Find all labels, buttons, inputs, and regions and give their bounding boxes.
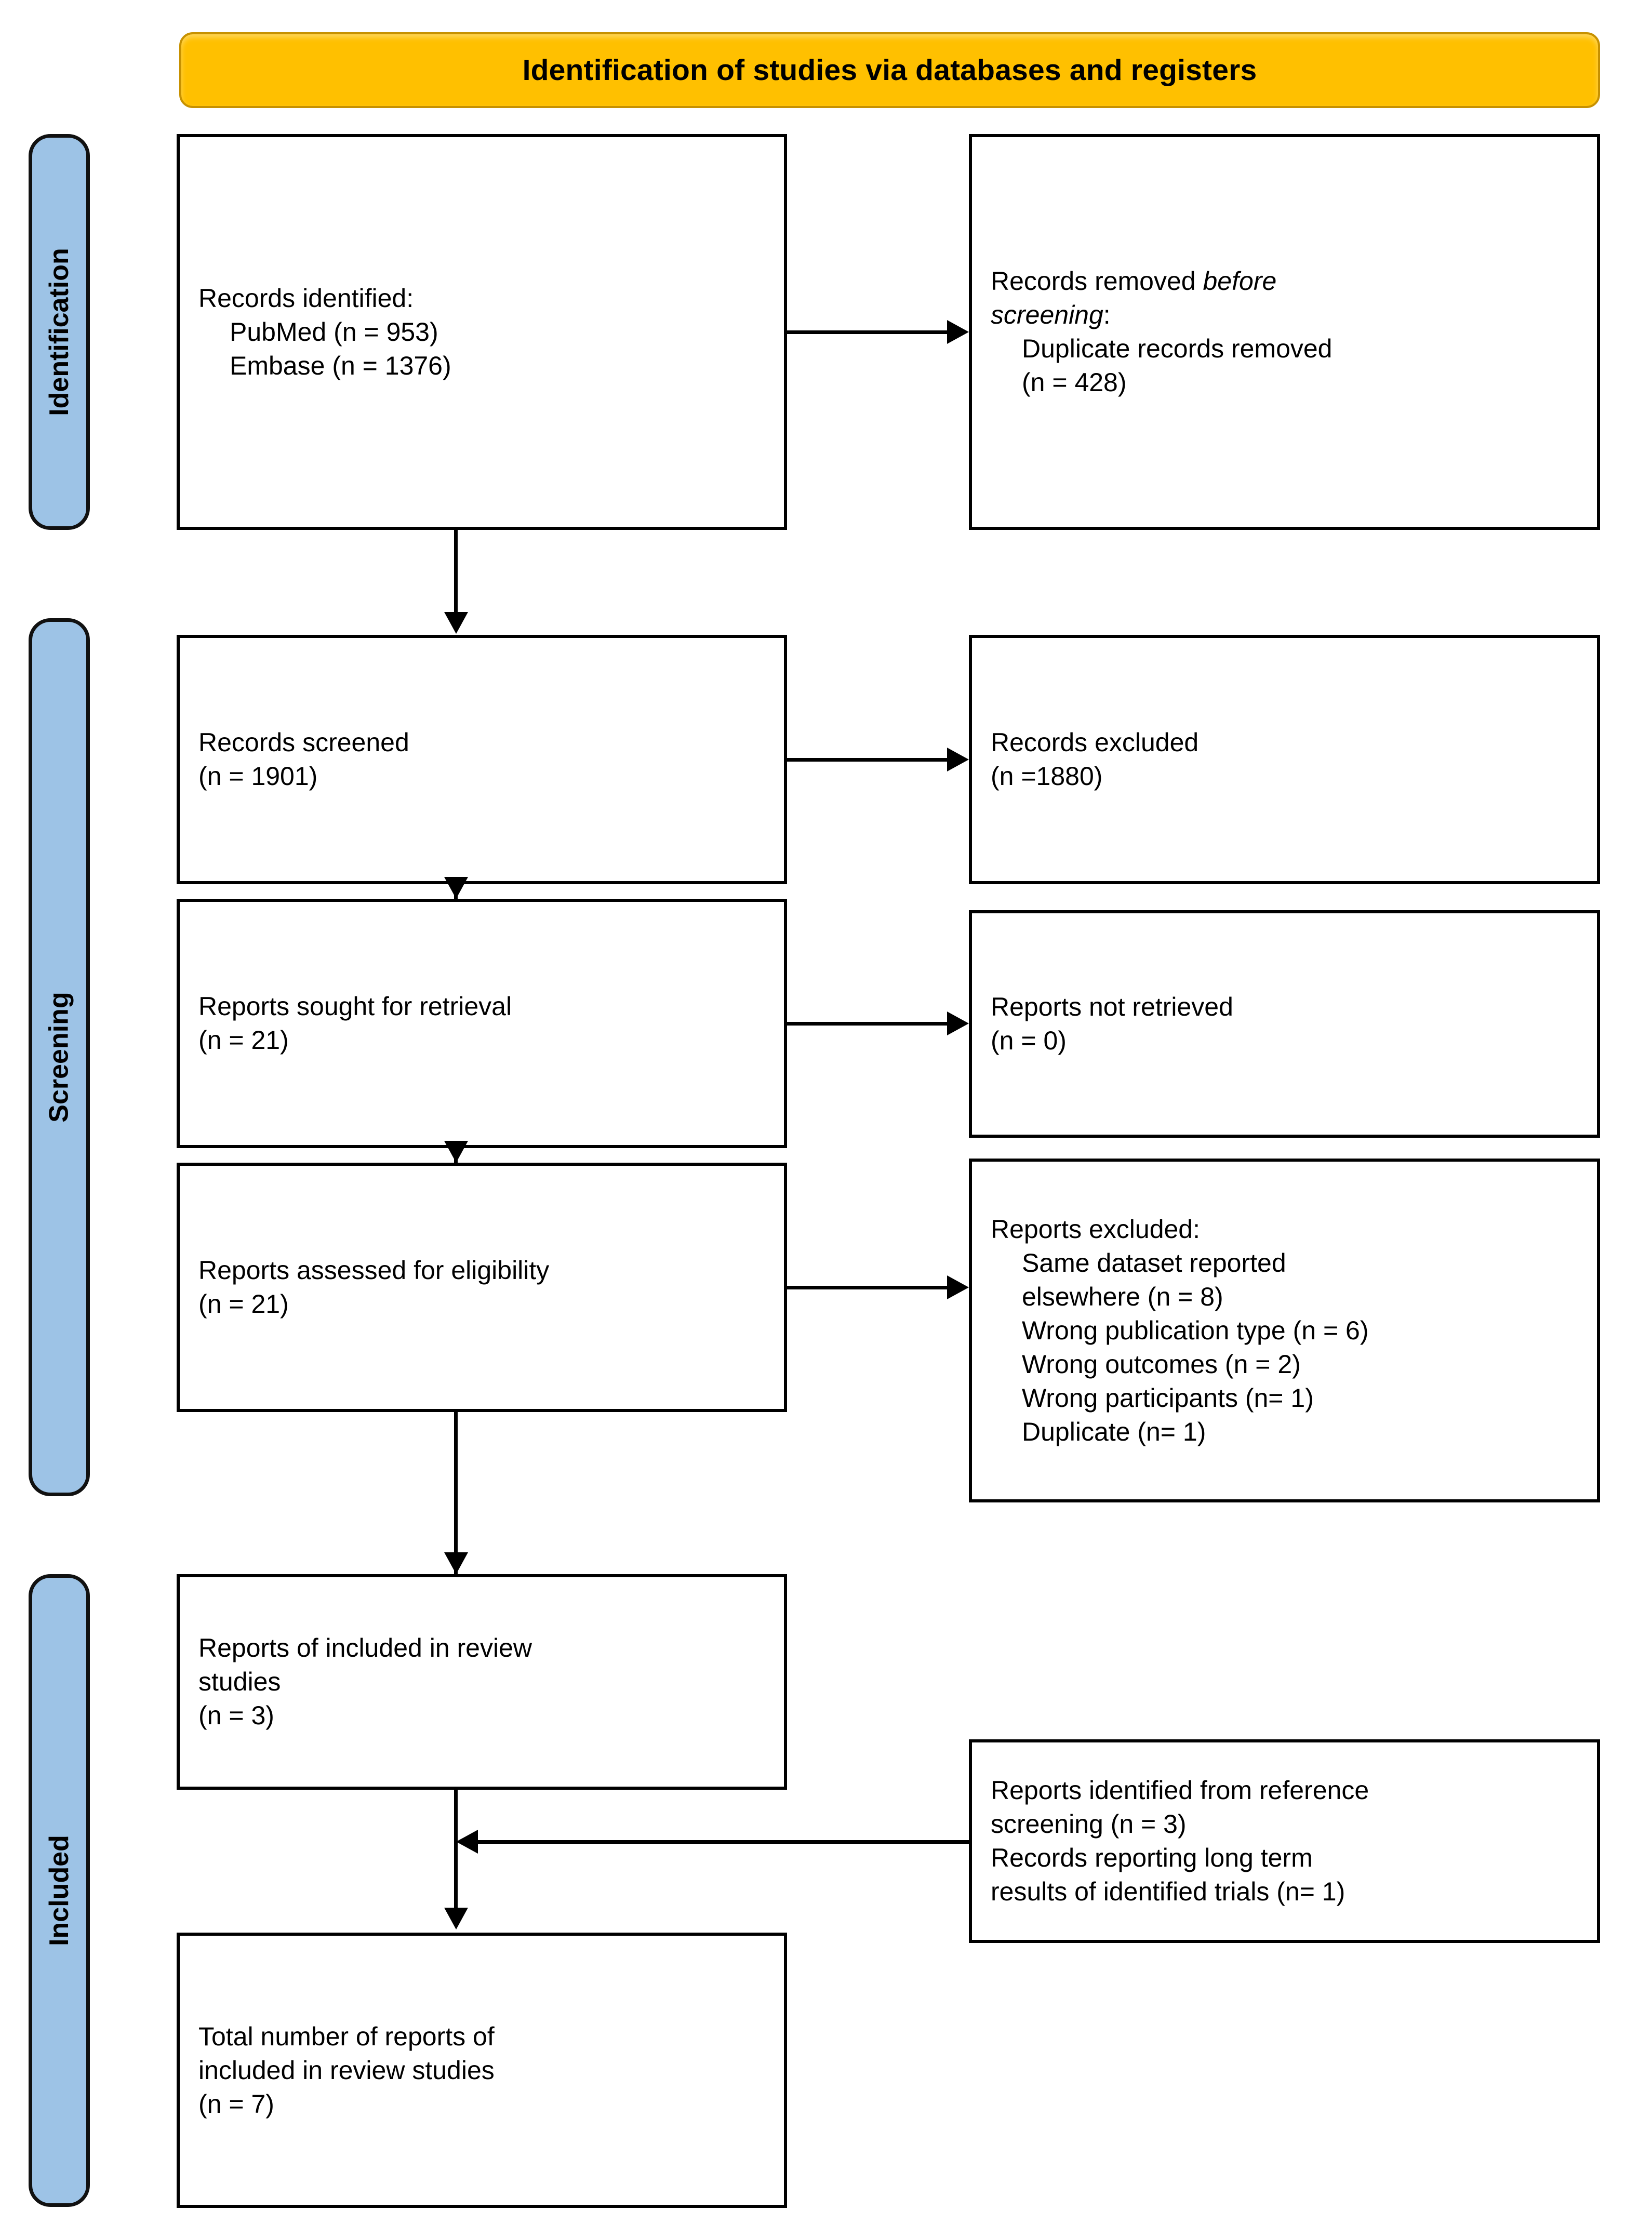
total-reports-label-line2: included in review studies <box>198 2055 495 2085</box>
box-records-screened: Records screened (n = 1901) <box>177 635 787 884</box>
box-records-excluded: Records excluded (n =1880) <box>969 635 1600 884</box>
connector-identified-to-removed <box>787 330 948 334</box>
records-screened-label: Records screened <box>198 728 409 757</box>
reports-sought-label: Reports sought for retrieval <box>198 992 512 1021</box>
connector-sought-to-not-retrieved <box>787 1022 948 1026</box>
arrowhead-screened-to-excluded <box>947 748 969 771</box>
reference-screening-count: screening (n = 3) <box>991 1809 1187 1839</box>
reports-not-retrieved-count: (n = 0) <box>991 1026 1067 1055</box>
box-reports-assessed-for-eligibility: Reports assessed for eligibility (n = 21… <box>177 1163 787 1412</box>
box-reports-not-retrieved: Reports not retrieved (n = 0) <box>969 910 1600 1138</box>
arrowhead-identified-to-screened <box>444 612 468 634</box>
reports-excluded-wrong-outcomes: Wrong outcomes (n = 2) <box>1022 1349 1301 1379</box>
included-reports-count: (n = 3) <box>198 1701 274 1730</box>
records-removed-prefix: Records removed <box>991 267 1203 296</box>
total-reports-count: (n = 7) <box>198 2089 274 2119</box>
records-identified-heading: Records identified: <box>198 283 414 313</box>
arrowhead-assessed-to-excluded <box>947 1275 969 1299</box>
records-excluded-count: (n =1880) <box>991 762 1103 791</box>
included-reports-label-line1: Reports of included in review <box>198 1633 532 1662</box>
stage-label-included-text: Included <box>44 1835 75 1946</box>
connector-identified-to-screened <box>454 530 458 613</box>
reports-excluded-duplicate: Duplicate (n= 1) <box>1022 1417 1206 1446</box>
arrowhead-sought-to-assessed <box>444 1141 468 1163</box>
records-removed-italic-screening: screening <box>991 300 1103 329</box>
duplicate-records-removed-label: Duplicate records removed <box>1022 334 1333 363</box>
arrowhead-assessed-to-included <box>444 1552 468 1574</box>
total-reports-label-line1: Total number of reports of <box>198 2021 495 2051</box>
reports-assessed-label: Reports assessed for eligibility <box>198 1256 550 1285</box>
records-removed-heading-line1: Records removed before <box>991 264 1578 298</box>
connector-reference-to-included-trunk <box>478 1840 970 1844</box>
box-records-identified: Records identified: PubMed (n = 953) Emb… <box>177 134 787 530</box>
records-removed-italic-before: before <box>1203 267 1277 296</box>
long-term-results-label: Records reporting long term <box>991 1843 1313 1872</box>
connector-screened-to-excluded <box>787 758 948 762</box>
stage-label-identification: Identification <box>29 134 90 530</box>
banner-title: Identification of studies via databases … <box>522 54 1257 87</box>
box-records-removed-before-screening: Records removed before screening: Duplic… <box>969 134 1600 530</box>
connector-assessed-to-included <box>454 1412 458 1574</box>
reports-excluded-wrong-participants: Wrong participants (n= 1) <box>1022 1383 1314 1413</box>
box-reports-of-included-in-review-studies: Reports of included in review studies (n… <box>177 1574 787 1790</box>
duplicate-records-removed-count: (n = 428) <box>1022 368 1127 397</box>
records-identified-pubmed: PubMed (n = 953) <box>230 317 438 347</box>
stage-label-screening: Screening <box>29 618 90 1496</box>
included-reports-label-line2: studies <box>198 1667 281 1696</box>
box-total-number-of-reports: Total number of reports of included in r… <box>177 1933 787 2208</box>
connector-included-to-total <box>454 1790 458 1909</box>
stage-label-screening-text: Screening <box>44 992 75 1123</box>
reports-excluded-same-dataset-line1: Same dataset reported <box>1022 1248 1286 1277</box>
arrowhead-screened-to-sought <box>444 877 468 899</box>
reports-excluded-wrong-publication-type: Wrong publication type (n = 6) <box>1022 1315 1369 1345</box>
reports-assessed-count: (n = 21) <box>198 1289 289 1319</box>
reports-excluded-heading: Reports excluded: <box>991 1214 1201 1244</box>
connector-assessed-to-excluded <box>787 1286 948 1289</box>
records-removed-colon: : <box>1103 300 1111 329</box>
reports-excluded-same-dataset-line2: elsewhere (n = 8) <box>1022 1282 1223 1311</box>
reports-not-retrieved-label: Reports not retrieved <box>991 992 1233 1021</box>
diagram-banner: Identification of studies via databases … <box>179 32 1600 108</box>
stage-label-included: Included <box>29 1574 90 2207</box>
arrowhead-sought-to-not-retrieved <box>947 1011 969 1035</box>
stage-label-identification-text: Identification <box>44 248 74 416</box>
long-term-results-count: results of identified trials (n= 1) <box>991 1877 1345 1906</box>
box-reports-sought-for-retrieval: Reports sought for retrieval (n = 21) <box>177 899 787 1148</box>
box-reports-excluded: Reports excluded: Same dataset reported … <box>969 1159 1600 1502</box>
arrowhead-included-to-total <box>444 1908 468 1929</box>
records-identified-embase: Embase (n = 1376) <box>230 351 451 380</box>
box-reports-identified-from-reference-screening: Reports identified from reference screen… <box>969 1739 1600 1943</box>
reports-sought-count: (n = 21) <box>198 1026 289 1055</box>
reference-screening-label-line1: Reports identified from reference <box>991 1776 1369 1805</box>
records-excluded-label: Records excluded <box>991 728 1199 757</box>
arrowhead-reference-to-included-trunk <box>456 1830 478 1854</box>
records-removed-heading-line2: screening: <box>991 298 1578 332</box>
arrowhead-identified-to-removed <box>947 320 969 344</box>
records-screened-count: (n = 1901) <box>198 762 318 791</box>
